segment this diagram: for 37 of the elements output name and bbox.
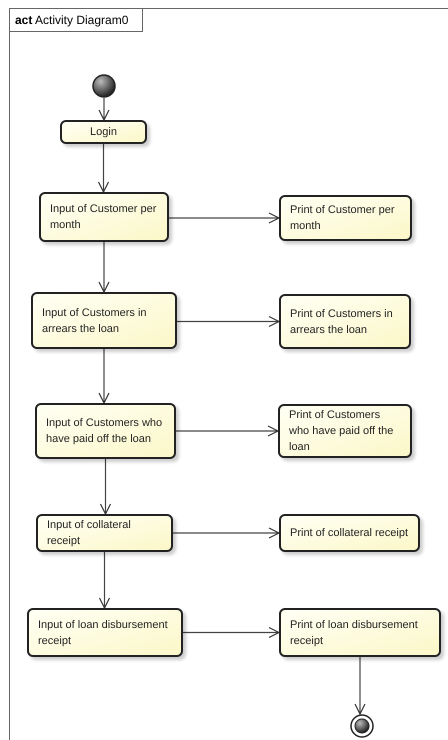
- frame-title-tab: act Activity Diagram0: [9, 8, 144, 32]
- final-node: [350, 714, 374, 738]
- action-box: [31, 292, 177, 349]
- action-box: [39, 192, 169, 242]
- arrow: [173, 527, 280, 539]
- action-label: Input of Customers in arrears the loan: [42, 306, 148, 336]
- action-label: Print of collateral receipt: [290, 526, 409, 541]
- action-label: Input of Customer per month: [50, 202, 158, 233]
- action-box: [279, 195, 412, 241]
- arrow: [98, 144, 110, 193]
- arrow: [169, 212, 280, 224]
- action-box: [27, 608, 183, 657]
- action-box: [35, 403, 176, 459]
- arrow: [98, 552, 110, 609]
- arrow: [183, 626, 280, 638]
- action-box: [279, 608, 441, 657]
- arrow: [176, 425, 279, 437]
- action-box: [36, 514, 173, 552]
- arrow: [98, 349, 110, 404]
- action-label: Print of Customer per month: [290, 203, 396, 234]
- arrow: [98, 242, 110, 293]
- arrow: [177, 316, 280, 328]
- action-label: Print of Customers who have paid off the loan: [289, 408, 394, 455]
- action-box: [60, 120, 147, 144]
- action-label: Input of Customers who have paid off the loan: [46, 416, 164, 447]
- arrow: [354, 657, 366, 715]
- initial-node: [92, 74, 116, 98]
- action-label: Print of Customers in arrears the loan: [290, 306, 394, 338]
- action-box: [279, 294, 411, 349]
- action-label: Input of loan disbursement receipt: [38, 618, 169, 648]
- action-label: Input of collateral receipt: [47, 518, 132, 549]
- action-label: Print of loan disbursement receipt: [290, 618, 419, 648]
- action-box: [279, 514, 420, 552]
- action-box: [278, 404, 412, 458]
- arrow: [98, 98, 110, 121]
- arrow: [100, 459, 112, 515]
- action-label: Login: [90, 125, 117, 140]
